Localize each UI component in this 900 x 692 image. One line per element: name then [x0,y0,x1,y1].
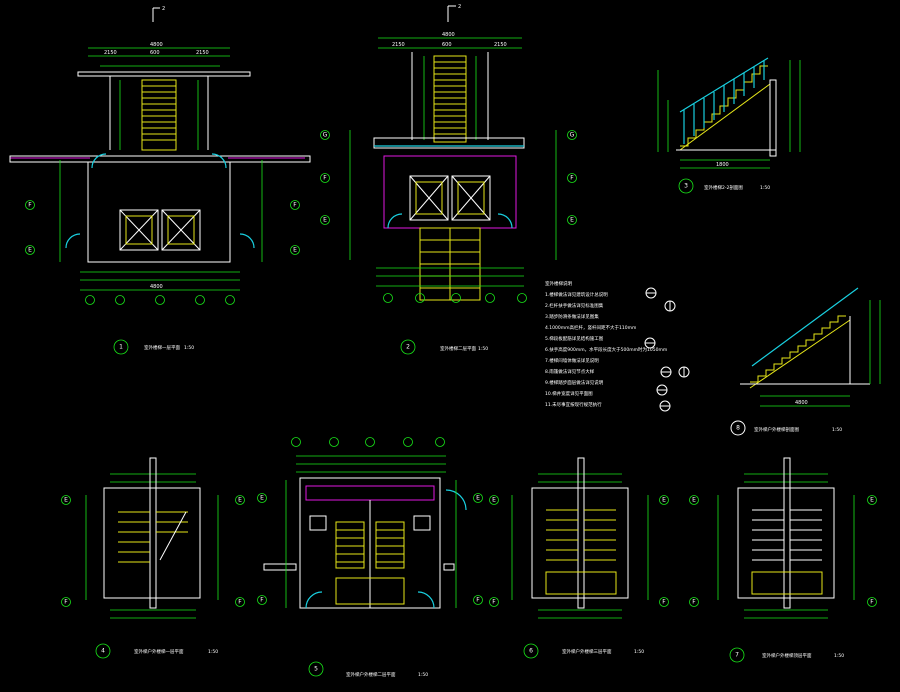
notes-block: 室外楼梯说明 1.楼梯做法详见建筑设计总说明 2.栏杆扶手做法详见标准图集 3.… [545,280,690,412]
dim-part-b-2: 600 [442,42,452,48]
section-8: 4800 8 室外梯户外楼梯剖面图 1:50 [730,287,881,436]
axis-E-4l: E [64,497,68,504]
dim-overall-bottom: 4800 [150,284,163,290]
dim-part-a-2: 2150 [392,42,405,48]
axis-F-4l: F [64,599,68,606]
drawing-3-number: 3 [684,183,688,190]
note-7: 7.楼梯间墙体做法详见说明 [545,357,599,364]
drawing-2-caption: 室外楼梯二层平面 [440,345,476,352]
plan-7: E F E F 7 室外梯户外楼梯顶层平面 1:50 [689,457,877,663]
section-3: 1800 3 室外楼梯2-2剖面图 1:50 [657,57,801,194]
axis-E-6r: E [662,497,666,504]
dim-part-c-2: 2150 [494,42,507,48]
plan-5: E E F F 5 室外梯户外楼梯二层平面 1:50 [257,437,483,678]
axis-F-7r: F [870,599,874,606]
axis-E-5l: E [260,495,264,502]
drawing-1-scale: 1:50 [184,345,194,351]
drawing-7-number: 7 [735,652,739,659]
axis-F-5l: F [260,597,264,604]
dim-part-c: 2150 [196,50,209,56]
note-5: 5.梯段板配筋详见结构施工图 [545,335,604,342]
drawing-7-caption: 室外梯户外楼梯顶层平面 [762,652,812,659]
drawing-5-scale: 1:50 [418,672,428,678]
section-3-dim: 1800 [716,162,729,168]
note-2: 2.栏杆扶手做法详见标准图集 [545,302,604,309]
axis-E-7r: E [870,497,874,504]
note-1: 1.楼梯做法详见建筑设计总说明 [545,291,608,298]
drawing-4-scale: 1:50 [208,649,218,655]
axis-E-7l: E [692,497,696,504]
drawing-6-caption: 室外梯户外楼梯三层平面 [562,648,612,655]
drawing-6-number: 6 [529,648,533,655]
drawing-5-caption: 室外梯户外楼梯二层平面 [346,671,396,678]
drawing-6-scale: 1:50 [634,649,644,655]
axis-F-left-2: F [323,175,327,182]
axis-F-6l: F [492,599,496,606]
axis-F-5r: F [476,597,480,604]
plan-4: E F E F 4 室外梯户外楼梯一层平面 1:50 [61,457,245,659]
drawing-4-caption: 室外梯户外楼梯一层平面 [134,648,184,655]
axis-E-right-2: E [570,217,574,224]
axis-F-right-2: F [570,175,574,182]
drawing-3-scale: 1:50 [760,185,770,191]
drawing-2-number: 2 [406,344,410,351]
dim-overall-2: 4800 [442,32,455,38]
note-11: 11.未尽事宜按现行规范执行 [545,401,602,408]
drawing-2-scale: 1:50 [478,346,488,352]
note-4: 4.1000mm高栏杆，竖杆间距不大于110mm [545,324,636,331]
section-mark-label-2: 2 [458,4,461,10]
axis-G-right-2: G [570,132,575,139]
axis-E-left-2: E [323,217,327,224]
drawing-8-scale: 1:50 [832,427,842,433]
drawing-4-number: 4 [101,648,105,655]
axis-E-left: E [28,247,32,254]
note-9: 9.楼梯踏步面层做法详见说明 [545,379,604,386]
drawing-1-number: 1 [119,344,123,351]
section-8-dim: 4800 [795,400,808,406]
note-symbols [644,287,690,412]
drawing-7-scale: 1:50 [834,653,844,659]
plan-2: 2 4800 2150 600 2150 [320,4,577,355]
dim-overall: 4800 [150,42,163,48]
axis-G-left-2: G [323,132,328,139]
axis-E-6l: E [492,497,496,504]
axis-E-4r: E [238,497,242,504]
axis-E-5r: E [476,495,480,502]
note-6: 6.扶手高度900mm，水平段长度大于500mm时为1050mm [545,346,667,353]
drawing-5-number: 5 [314,666,318,673]
plan-6: E F E F 6 室外梯户外楼梯三层平面 1:50 [489,457,669,659]
dim-part-b: 600 [150,50,160,56]
plan-1: 2 4800 2150 600 2150 [9,6,311,355]
axis-F-right: F [293,202,297,209]
axis-F-6r: F [662,599,666,606]
axis-F-left: F [28,202,32,209]
axis-F-7l: F [692,599,696,606]
drawing-3-caption: 室外楼梯2-2剖面图 [704,184,743,191]
drawing-8-number: 8 [736,425,740,432]
axis-E-right: E [293,247,297,254]
section-mark-label: 2 [162,6,165,12]
drawing-8-caption: 室外梯户外楼梯剖面图 [754,426,799,433]
note-8: 8.雨篷做法详见节点大样 [545,368,595,375]
drawing-1-caption: 室外楼梯一层平面 [144,344,180,351]
note-3: 3.踏步防滑条做法详见图集 [545,313,599,320]
notes-title: 室外楼梯说明 [545,280,572,287]
dim-part-a: 2150 [104,50,117,56]
note-10: 10.梯井宽度详见平面图 [545,390,593,397]
axis-F-4r: F [238,599,242,606]
